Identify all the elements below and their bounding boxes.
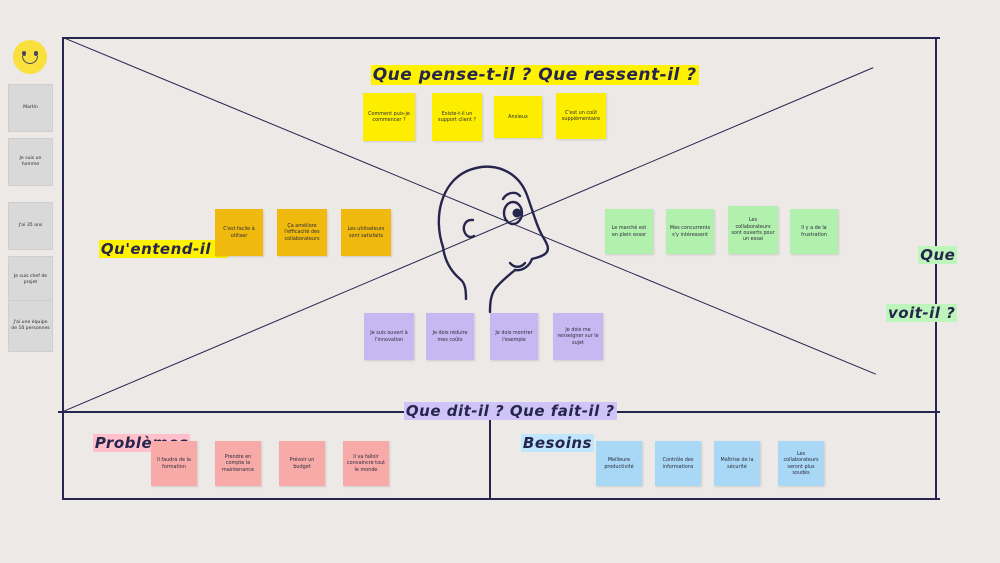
- persona-card-name[interactable]: Martin: [8, 84, 53, 132]
- sticky-note[interactable]: Ça améliore l'efficacité des collaborate…: [277, 209, 327, 256]
- sticky-note[interactable]: C'est facile à utiliser: [215, 209, 263, 256]
- sticky-note[interactable]: Il y a de la frustration: [790, 209, 838, 254]
- sticky-note-label: Je dois montrer l'exemple: [495, 330, 533, 343]
- frame-right-border: [935, 37, 937, 500]
- frame-left-border: [62, 37, 64, 500]
- eye-pupil: [512, 208, 522, 218]
- sticky-note[interactable]: Le marché est en plein essor: [605, 209, 653, 254]
- eye-outline: [502, 200, 524, 226]
- sticky-note-label: Les collaborateurs sont ouverts pour un …: [731, 217, 775, 243]
- sticky-note[interactable]: Je dois montrer l'exemple: [490, 313, 538, 360]
- frame-bottom-border: [62, 498, 940, 500]
- sticky-note[interactable]: Maîtrise de la sécurité: [714, 441, 760, 486]
- head-profile-drawing: [415, 155, 570, 315]
- sticky-note[interactable]: Je suis ouvert à l'innovation: [364, 313, 414, 360]
- smiley-face-icon[interactable]: [13, 40, 47, 74]
- sticky-note[interactable]: Il va falloir convaincre tout le monde: [343, 441, 389, 486]
- sticky-note[interactable]: Les collaborateurs sont ouverts pour un …: [728, 206, 778, 254]
- sticky-note-label: Il faudra de la formation: [157, 457, 191, 470]
- sticky-note-label: C'est facile à utiliser: [223, 226, 255, 239]
- frame-top-border: [62, 37, 940, 39]
- persona-card-team[interactable]: J'ai une équipe de 10 personnes: [8, 300, 53, 352]
- jaw-and-neck-back: [441, 245, 468, 301]
- sticky-note[interactable]: Il faudra de la formation: [151, 441, 197, 486]
- sticky-note-label: Prévoir un budget: [289, 457, 315, 470]
- persona-card-label: Je suis un homme: [19, 156, 42, 167]
- sticky-note-label: Comment puis-je commencer ?: [368, 110, 410, 123]
- sticky-note[interactable]: Meilleure productivité: [596, 441, 642, 486]
- persona-sidebar: Martin Je suis un homme J'ai 35 ans Je s…: [0, 0, 62, 563]
- heading-see-line1: Que: [918, 246, 958, 264]
- heading-see: Que voit-il ?: [886, 210, 958, 358]
- sticky-note-label: Il y a de la frustration: [801, 225, 827, 238]
- sticky-note-label: Meilleure productivité: [604, 457, 634, 470]
- sticky-note-label: Il va falloir convaincre tout le monde: [346, 453, 386, 473]
- sticky-note-label: Existe-t-il un support client ?: [438, 110, 476, 123]
- sticky-note[interactable]: Contrôle des informations: [655, 441, 701, 486]
- sticky-note-label: Mes concurrents s'y intéressent: [669, 225, 711, 238]
- sticky-note[interactable]: Existe-t-il un support client ?: [432, 93, 482, 141]
- heading-see-line2: voit-il ?: [886, 304, 958, 322]
- smiley-left-eye: [22, 51, 26, 56]
- sticky-note-label: Prendre en compte la maintenance: [221, 453, 255, 473]
- sticky-note-label: Anxieux: [508, 113, 528, 120]
- persona-card-age[interactable]: J'ai 35 ans: [8, 202, 53, 250]
- mouth-line: [508, 261, 527, 268]
- head-outline-upper: [437, 165, 550, 261]
- sticky-note[interactable]: Comment puis-je commencer ?: [363, 93, 415, 141]
- persona-card-label: Martin: [23, 105, 38, 111]
- heading-think-feel: Que pense-t-il ? Que ressent-il ?: [370, 65, 699, 85]
- sticky-note[interactable]: Prévoir un budget: [279, 441, 325, 486]
- sticky-note-label: Je suis ouvert à l'innovation: [370, 330, 408, 343]
- heading-say-do: Que dit-il ? Que fait-il ?: [403, 402, 617, 420]
- persona-card-label: J'ai une équipe de 10 personnes: [11, 320, 50, 331]
- sticky-note[interactable]: Les utilisateurs sont satisfaits: [341, 209, 391, 256]
- sticky-note[interactable]: Prendre en compte la maintenance: [215, 441, 261, 486]
- persona-card-role[interactable]: Je suis chef de projet: [8, 256, 53, 304]
- bottom-sections-vertical-divider: [489, 411, 491, 500]
- chin-and-neck-front: [488, 268, 517, 314]
- sticky-note-label: Ça améliore l'efficacité des collaborate…: [284, 222, 320, 242]
- eyebrow: [501, 191, 522, 201]
- sticky-note[interactable]: Mes concurrents s'y intéressent: [666, 209, 714, 254]
- sticky-note[interactable]: Je dois me renseigner sur le sujet: [553, 313, 603, 360]
- nose-underside: [513, 257, 534, 272]
- sticky-note-label: Le marché est en plein essor: [611, 225, 647, 238]
- smiley-mouth: [22, 56, 38, 64]
- sticky-note-label: Je dois réduire mes coûts: [432, 330, 468, 343]
- sticky-note-label: Les collaborateurs seront plus soudés: [783, 450, 819, 476]
- sticky-note-label: Je dois me renseigner sur le sujet: [557, 326, 599, 346]
- persona-card-label: Je suis chef de projet: [13, 274, 48, 285]
- smiley-right-eye: [34, 51, 38, 56]
- heading-gains: Besoins: [520, 434, 594, 452]
- sticky-note[interactable]: Anxieux: [494, 96, 542, 138]
- sticky-note-label: Maîtrise de la sécurité: [720, 457, 754, 470]
- sticky-note-label: C'est un coût supplémentaire: [561, 109, 601, 122]
- persona-card-label: J'ai 35 ans: [18, 223, 43, 229]
- sticky-note-label: Contrôle des informations: [662, 457, 694, 470]
- sticky-note[interactable]: Je dois réduire mes coûts: [426, 313, 474, 360]
- sticky-note-label: Les utilisateurs sont satisfaits: [347, 226, 385, 239]
- persona-card-gender[interactable]: Je suis un homme: [8, 138, 53, 186]
- ear: [462, 218, 476, 239]
- sticky-note[interactable]: Les collaborateurs seront plus soudés: [778, 441, 824, 486]
- heading-hear: Qu'entend-il ?: [98, 240, 228, 258]
- sticky-note[interactable]: C'est un coût supplémentaire: [556, 93, 606, 139]
